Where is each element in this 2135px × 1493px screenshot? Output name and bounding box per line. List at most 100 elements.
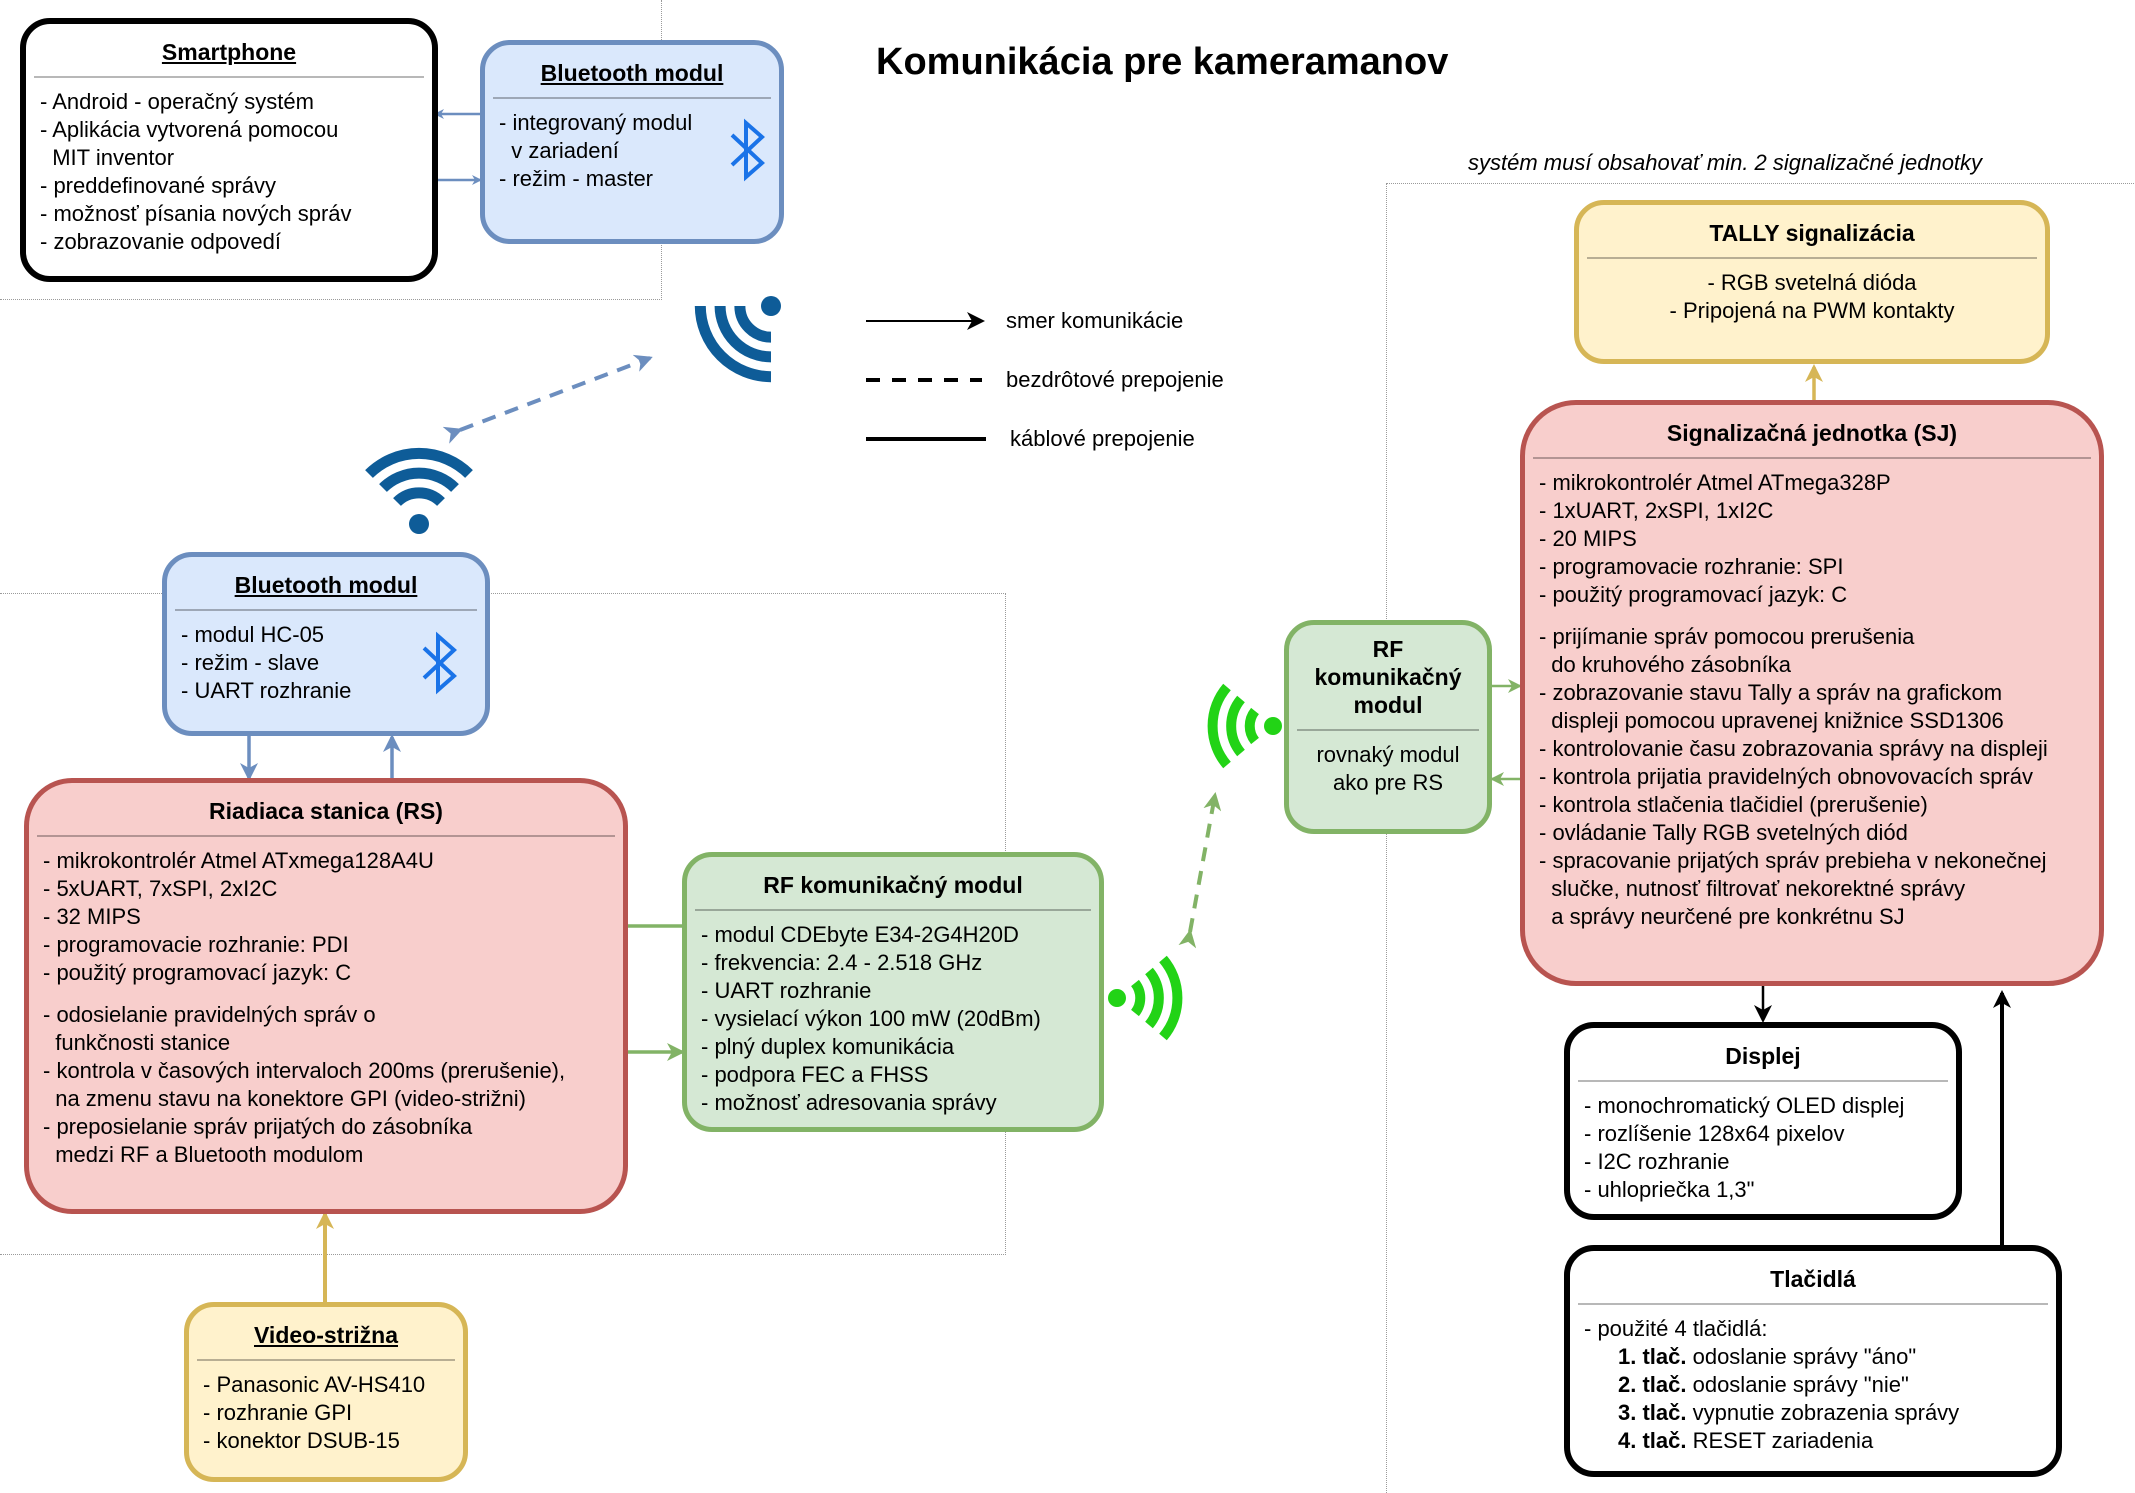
sj-line: slučke, nutnosť filtrovať nekorektné spr… [1539,876,1966,901]
bluetooth-icon [730,118,765,182]
legend-dashed-label: bezdrôtové prepojenie [1006,367,1224,392]
rs-line: - 5xUART, 7xSPI, 2xI2C [43,876,278,901]
displej-title: Displej [1725,1043,1801,1069]
sj-line: displeji pomocou upravenej knižnice SSD1… [1539,708,2004,733]
rf-rs-line: - modul CDEbyte E34-2G4H20D [701,922,1019,947]
video-line: - rozhranie GPI [203,1400,353,1425]
sj-group-frame [1386,183,2135,1493]
riadiaca-stanica-box: Riadiaca stanica (RS) - mikrokontrolér A… [24,778,628,1214]
bluetooth-module-rs-line: - modul HC-05 [181,622,325,647]
sj-line: - prijímanie správ pomocou prerušenia [1539,624,1915,649]
sj-line: - 1xUART, 2xSPI, 1xI2C [1539,498,1774,523]
display-line: - I2C rozhranie [1584,1149,1730,1174]
rs-line: na zmenu stavu na konektore GPI (video-s… [43,1086,526,1111]
rf-sj-title-line: RF [1372,636,1404,662]
button-number: 3. tlač. [1618,1400,1687,1425]
dashed-bt-link [442,354,653,444]
dashed-rf-link [1178,792,1222,949]
legend-arrow-label: smer komunikácie [1006,308,1184,333]
displej-lines: - monochromatický OLED displej - rozlíše… [1570,1082,1956,1204]
rs-line: medzi RF a Bluetooth modulom [43,1142,364,1167]
rs-line: - mikrokontrolér Atmel ATxmega128A4U [43,848,434,873]
riadiaca-stanica-title: Riadiaca stanica (RS) [209,798,443,824]
button-number: 4. tlač. [1618,1428,1687,1453]
smartphone-lines: - Android - operačný systém - Aplikácia … [26,78,432,256]
tlacidla-box: Tlačidlá - použité 4 tlačidlá: 1. tlač. … [1564,1245,2062,1477]
sj-line: a správy neurčené pre konkrétnu SJ [1539,904,1905,929]
display-line: - rozlíšenie 128x64 pixelov [1584,1121,1845,1146]
rs-line: - použitý programovací jazyk: C [43,960,352,985]
riadiaca-stanica-lines: - mikrokontrolér Atmel ATxmega128A4U - 5… [29,837,623,1169]
rf-sj-line: ako pre RS [1332,770,1444,795]
rf-sj-title-line: modul [1353,692,1423,718]
sj-line: - kontrola stlačenia tlačidiel (prerušen… [1539,792,1928,817]
sj-line: - kontrola prijatia pravidelných obnovov… [1539,764,2034,789]
rf-rs-line: - plný duplex komunikácia [701,1034,955,1059]
bluetooth-module-rs-title: Bluetooth modul [234,572,418,598]
rf-module-rs-title: RF komunikačný modul [763,872,1023,898]
smartphone-box: Smartphone - Android - operačný systém -… [20,18,438,282]
rf-module-sj-box: RF komunikačný modul rovnaký modul ako p… [1284,620,1492,834]
button-number: 1. tlač. [1618,1344,1687,1369]
sj-line: - použitý programovací jazyk: C [1539,582,1848,607]
wifi-icon-rs [365,447,473,534]
video-strizna-title: Video-strižna [254,1322,398,1348]
rs-line: - programovacie rozhranie: PDI [43,932,349,957]
button-desc: odoslanie správy "áno" [1686,1344,1917,1369]
sj-line: - kontrolovanie času zobrazovania správy… [1539,736,2048,761]
smartphone-title: Smartphone [161,39,297,65]
sj-line: do kruhového zásobníka [1539,652,1791,677]
signalizacna-jednotka-box: Signalizačná jednotka (SJ) - mikrokontro… [1520,400,2104,986]
rs-line: funkčnosti stanice [43,1030,231,1055]
tlacidla-lines: - použité 4 tlačidlá: 1. tlač. odoslanie… [1570,1305,2056,1455]
bluetooth-module-phone-title: Bluetooth modul [540,60,724,86]
rs-line: - 32 MIPS [43,904,141,929]
smartphone-line: - možnosť písania nových správ [40,201,352,226]
button-desc: vypnutie zobrazenia správy [1686,1400,1960,1425]
rf-rs-line: - možnosť adresovania správy [701,1090,997,1115]
bluetooth-module-phone-line: v zariadení [499,138,619,163]
signalizacna-jednotka-title: Signalizačná jednotka (SJ) [1666,420,1958,446]
rf-rs-line: - vysielací výkon 100 mW (20dBm) [701,1006,1041,1031]
rs-line: - preposielanie správ prijatých do zásob… [43,1114,473,1139]
button-desc: odoslanie správy "nie" [1686,1372,1909,1397]
rf-module-rs-box: RF komunikačný modul - modul CDEbyte E34… [682,852,1104,1132]
bluetooth-module-rs-line: - UART rozhranie [181,678,352,703]
bluetooth-module-phone-box: Bluetooth modul - integrovaný modul v za… [480,40,784,244]
button-number: 2. tlač. [1618,1372,1687,1397]
rf-module-sj-title: RF komunikačný modul [1289,625,1487,729]
video-line: - Panasonic AV-HS410 [203,1372,426,1397]
bluetooth-module-rs-line: - režim - slave [181,650,320,675]
button-item: 1. tlač. odoslanie správy "áno" [1584,1343,2042,1371]
display-line: - uhlopriečka 1,3" [1584,1177,1755,1202]
bluetooth-module-phone-lines: - integrovaný modul v zariadení - režim … [485,99,779,193]
bluetooth-icon [422,631,457,695]
rs-line: - odosielanie pravidelných správ o [43,1002,376,1027]
sj-line: - zobrazovanie stavu Tally a správ na gr… [1539,680,2003,705]
bluetooth-module-rs-box: Bluetooth modul - modul HC-05 - režim - … [162,552,490,736]
rf-signal-icon-sj [1207,683,1282,769]
legend-solid-label: káblové prepojenie [1010,426,1195,451]
bluetooth-module-rs-lines: - modul HC-05 - režim - slave - UART roz… [167,611,485,705]
tally-signalizacia-title: TALLY signalizácia [1709,220,1915,246]
signalizacna-jednotka-lines: - mikrokontrolér Atmel ATmega328P - 1xUA… [1525,459,2099,931]
bluetooth-module-phone-line: - integrovaný modul [499,110,693,135]
rf-sj-line: rovnaký modul [1316,742,1460,767]
rf-signal-icon-rs [1108,955,1183,1041]
rs-line: - kontrola v časových intervaloch 200ms … [43,1058,566,1083]
button-desc: RESET zariadenia [1686,1428,1874,1453]
tally-signalizacia-box: TALLY signalizácia - RGB svetelná dióda … [1574,200,2050,364]
smartphone-line: - zobrazovanie odpovedí [40,229,281,254]
sj-line: - mikrokontrolér Atmel ATmega328P [1539,470,1891,495]
smartphone-line: - Android - operačný systém [40,89,314,114]
page-title: Komunikácia pre kameramanov [876,41,1449,83]
sj-requirement-note: systém musí obsahovať min. 2 signalizačn… [1468,150,1983,175]
rf-rs-line: - frekvencia: 2.4 - 2.518 GHz [701,950,983,975]
video-line: - konektor DSUB-15 [203,1428,400,1453]
button-item: 4. tlač. RESET zariadenia [1584,1427,2042,1455]
wifi-icon-phone [694,296,781,383]
tally-signalizacia-lines: - RGB svetelná dióda - Pripojená na PWM … [1579,259,2045,325]
rf-rs-line: - podpora FEC a FHSS [701,1062,929,1087]
sj-line: - programovacie rozhranie: SPI [1539,554,1844,579]
